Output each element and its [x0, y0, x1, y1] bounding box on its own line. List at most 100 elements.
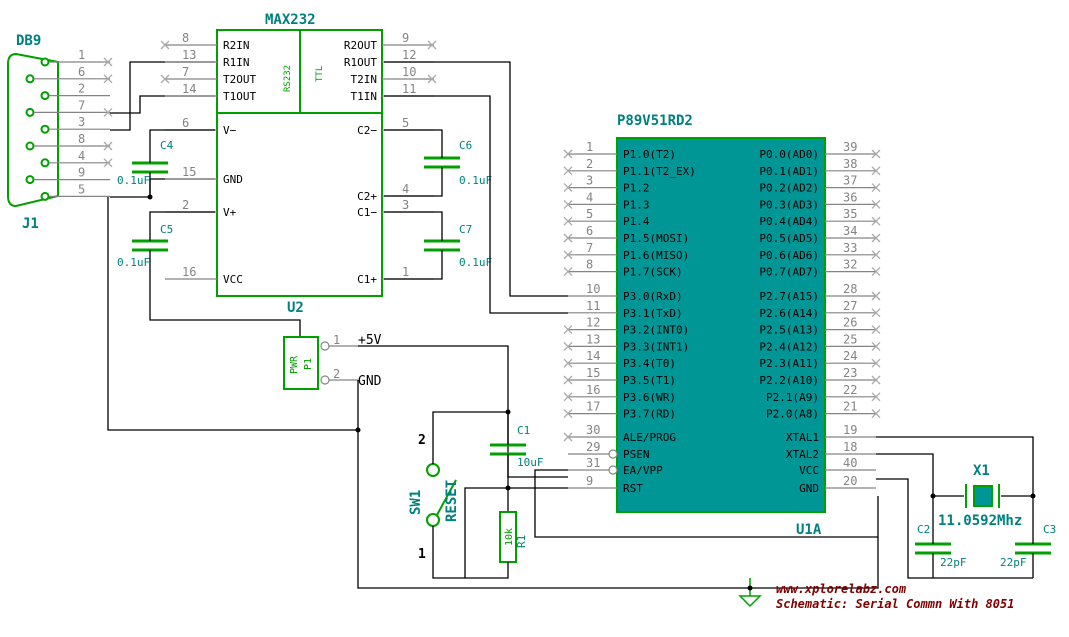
cap-c2: C2 22pF: [915, 496, 967, 578]
mcu-pin-name: P0.4(AD4): [759, 215, 819, 228]
wire-db9-t1out: [110, 95, 215, 114]
net-label-5v: +5V: [358, 333, 382, 348]
mcu-pin-number: 29: [586, 440, 600, 454]
db9-pin-number: 5: [78, 182, 85, 196]
mcu-pin-number: 1: [586, 140, 593, 154]
mcu-pin-name: P0.2(AD2): [759, 182, 819, 195]
c4-ref: C4: [160, 139, 174, 152]
mcu-pin-name: PSEN: [623, 448, 650, 461]
mcu-pin-name: P3.2(INT0): [623, 324, 689, 337]
max232-side-left: RS232: [283, 65, 293, 92]
mcu-pin-number: 38: [843, 157, 857, 171]
mcu-pin-name: P1.0(T2): [623, 148, 676, 161]
cap-c1: C1 10uF: [490, 409, 544, 512]
mcu-pin-number: 13: [586, 332, 600, 346]
wire-gnd-bottom: [750, 537, 879, 589]
max232-pin-number: 5: [402, 116, 409, 130]
max232-pin-number: 8: [182, 31, 189, 45]
max232-pin-number: 12: [402, 48, 416, 62]
max232-pin-name: T2IN: [351, 73, 378, 86]
mcu-pin-name: P2.0(A8): [766, 408, 819, 421]
mcu-pin-name: P0.0(AD0): [759, 148, 819, 161]
c1-ref: C1: [517, 424, 530, 437]
mcu-pin-number: 16: [586, 383, 600, 397]
mcu-pin-name: RST: [623, 482, 643, 495]
wire-xtal2: [876, 453, 934, 496]
wire-t1in-txd: [384, 95, 568, 314]
wire-xtal1: [876, 436, 1034, 496]
max232-pin-name: C2+: [357, 190, 377, 203]
mcu-pin: 7P1.6(MISO): [563, 241, 689, 262]
max232-pin-number: 2: [182, 198, 189, 212]
c7-ref: C7: [459, 223, 472, 236]
max232-pin-number: 13: [182, 48, 196, 62]
mcu-pin-number: 4: [586, 190, 593, 204]
wire-gnd-left: [107, 197, 358, 431]
mcu-pin-number: 18: [843, 440, 857, 454]
mcu-pin-name: P3.1(TxD): [623, 307, 683, 320]
max232-title: MAX232: [265, 12, 316, 28]
c7-value: 0.1uF: [459, 256, 492, 269]
max232-pin-name: R1OUT: [344, 56, 377, 69]
wire-vcc-right: [876, 478, 933, 579]
mcu-pin-number: 30: [586, 423, 600, 437]
power-ref: P1: [303, 358, 314, 370]
x1-ref: X1: [973, 463, 990, 479]
mcu-pin-name: VCC: [799, 464, 819, 477]
db9-pin-number: 3: [78, 115, 85, 129]
mcu-pin-number: 21: [843, 400, 857, 414]
power-connector: PWR P1 1 2 +5V GND: [283, 333, 382, 390]
mcu-pin-name: P3.0(RxD): [623, 290, 683, 303]
mcu-pin-number: 39: [843, 140, 857, 154]
mcu-pin-name: P2.3(A11): [759, 357, 819, 370]
max232-pin-number: 1: [402, 265, 409, 279]
max232-pin-number: 14: [182, 82, 196, 96]
mcu-pin-name: P0.7(AD7): [759, 266, 819, 279]
mcu-pin-number: 11: [586, 299, 600, 313]
db9-pin-number: 6: [78, 65, 85, 79]
c6-value: 0.1uF: [459, 174, 492, 187]
c4-value: 0.1uF: [117, 174, 150, 187]
c2-ref: C2: [917, 523, 930, 536]
db9-pin-number: 7: [78, 98, 85, 112]
max232-pin-name: V−: [223, 124, 237, 137]
mcu-pin: 1P1.0(T2): [563, 140, 676, 161]
mcu-pin-number: 6: [586, 224, 593, 238]
mcu-pin-name: P1.7(SCK): [623, 266, 683, 279]
mcu-pin-name: P0.6(AD6): [759, 249, 819, 262]
c1-value: 10uF: [517, 456, 544, 469]
max232-pin-name: R2IN: [223, 39, 250, 52]
mcu-pin-name: P2.1(A9): [766, 391, 819, 404]
mcu-pin-number: 9: [586, 474, 593, 488]
mcu-pin-name: P1.1(T2_EX): [623, 165, 696, 178]
max232-pin-number: 11: [402, 82, 416, 96]
mcu-pin-number: 24: [843, 349, 857, 363]
mcu-pin-number: 7: [586, 241, 593, 255]
credit-title: Schematic: Serial Commn With 8051: [776, 597, 1014, 611]
max232-pin-number: 6: [182, 116, 189, 130]
mcu-pin-number: 2: [586, 157, 593, 171]
mcu-pin-number: 8: [586, 258, 593, 272]
mcu-pin-number: 34: [843, 224, 857, 238]
db9-pin: 8: [25, 132, 113, 151]
mcu-pin-name: P2.2(A10): [759, 374, 819, 387]
